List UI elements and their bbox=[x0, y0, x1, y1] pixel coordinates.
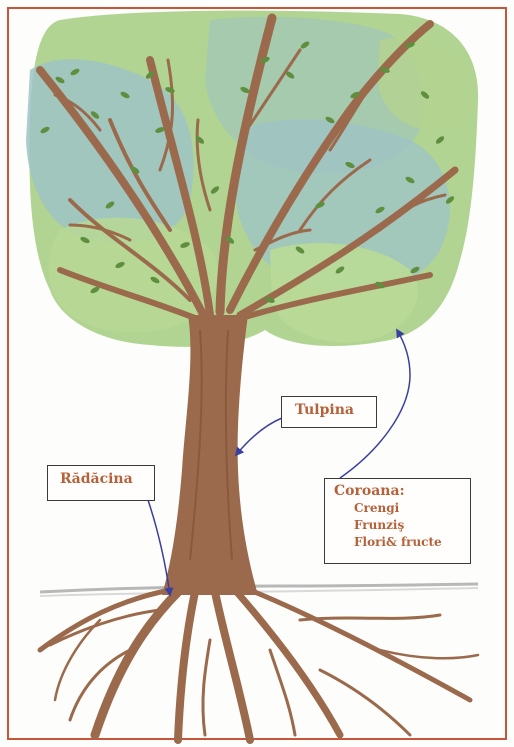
tree-roots bbox=[40, 588, 478, 740]
arrow-to-stem bbox=[236, 418, 282, 455]
root-label: Rădăcina bbox=[47, 465, 155, 501]
stem-label-text: Tulpina bbox=[295, 402, 354, 418]
crown-label: Coroana: Crengi Frunziş Flori& fructe bbox=[324, 478, 471, 564]
crown-parts-list: Crengi Frunziş Flori& fructe bbox=[334, 500, 470, 551]
root-label-text: Rădăcina bbox=[60, 471, 133, 487]
tree-trunk bbox=[162, 315, 258, 595]
crown-part-flowers-fruits: Flori& fructe bbox=[354, 534, 470, 551]
stem-label: Tulpina bbox=[281, 396, 377, 428]
crown-part-foliage: Frunziş bbox=[354, 517, 470, 534]
crown-label-title: Coroana: bbox=[334, 483, 470, 499]
crown-part-branches: Crengi bbox=[354, 500, 470, 517]
